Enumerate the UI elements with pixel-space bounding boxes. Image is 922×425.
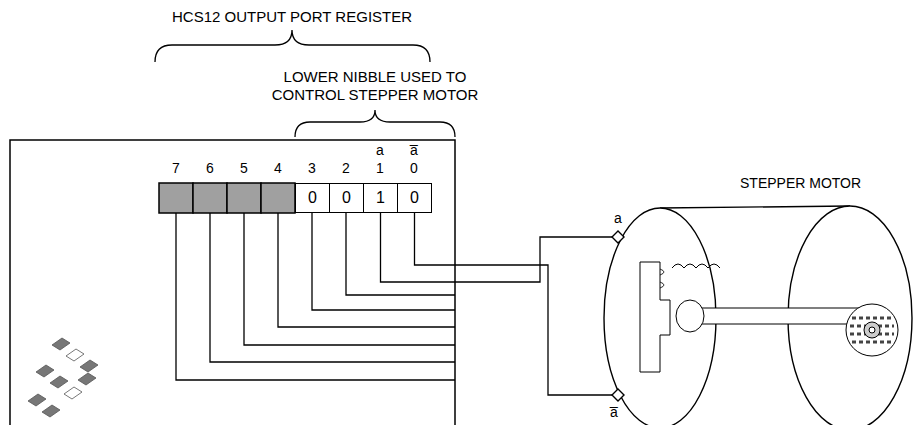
brace (295, 110, 455, 137)
nibble-note: LOWER NIBBLE USED TO CONTROL STEPPER MOT… (260, 68, 490, 104)
motor-wire (415, 213, 613, 395)
logo (28, 338, 98, 417)
bit-number: 5 (240, 160, 248, 177)
bit-cell: 0 (397, 183, 432, 213)
signal-name: a̅ (410, 142, 418, 159)
bit-cell: 0 (329, 183, 364, 213)
bit-number: 7 (172, 160, 180, 177)
motor-title: STEPPER MOTOR (740, 175, 861, 192)
stepper-motor: STEPPER MOTOR (612, 175, 912, 425)
unused-bit-cell (193, 183, 227, 213)
bit-number: 1 (376, 160, 384, 177)
terminal-name: a̅ (610, 404, 618, 421)
stepper-motor-drawing (604, 206, 912, 425)
unused-bit-cell (159, 183, 193, 213)
bit-cell: 1 (363, 183, 398, 213)
unused-bit-cell (261, 183, 295, 213)
bit-number: 4 (274, 160, 282, 177)
bit-value: 0 (308, 190, 317, 206)
bit-value: 0 (410, 190, 419, 206)
unused-bit-cell (227, 183, 261, 213)
signal-name: a (376, 142, 384, 159)
register-title: HCS12 OUTPUT PORT REGISTER (172, 8, 412, 26)
bit-value: 0 (342, 190, 351, 206)
brace (155, 30, 430, 62)
bit-cell: 0 (295, 183, 330, 213)
bit-value: 1 (376, 190, 385, 206)
bit-number: 0 (410, 160, 418, 177)
motor-wire (381, 213, 613, 282)
bit-number: 2 (342, 160, 350, 177)
terminal-name: a (614, 210, 622, 227)
port-wires (176, 213, 455, 380)
bit-number: 3 (308, 160, 316, 177)
bit-number: 6 (206, 160, 214, 177)
